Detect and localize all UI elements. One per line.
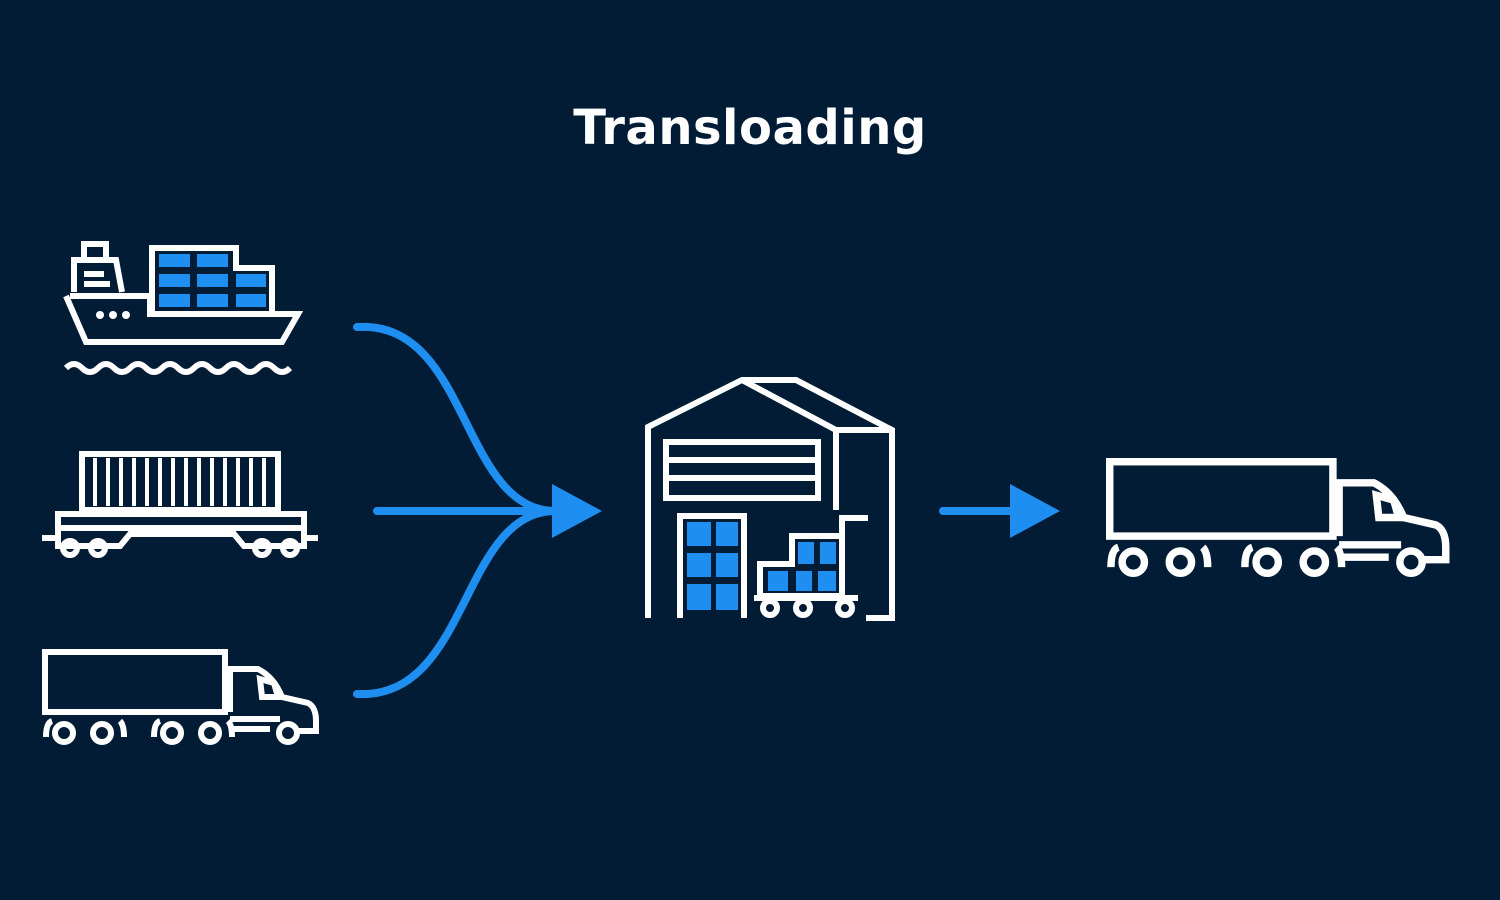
converging-flow-arrows (353, 322, 602, 699)
rail-container-car-icon (42, 451, 318, 558)
container-ship-icon (63, 241, 304, 375)
diagram-title: Transloading (573, 100, 927, 156)
source-semi-truck-icon (45, 652, 316, 742)
destination-semi-truck-icon (1110, 462, 1446, 574)
outgoing-flow-arrow (939, 484, 1060, 538)
warehouse-icon (645, 377, 895, 621)
